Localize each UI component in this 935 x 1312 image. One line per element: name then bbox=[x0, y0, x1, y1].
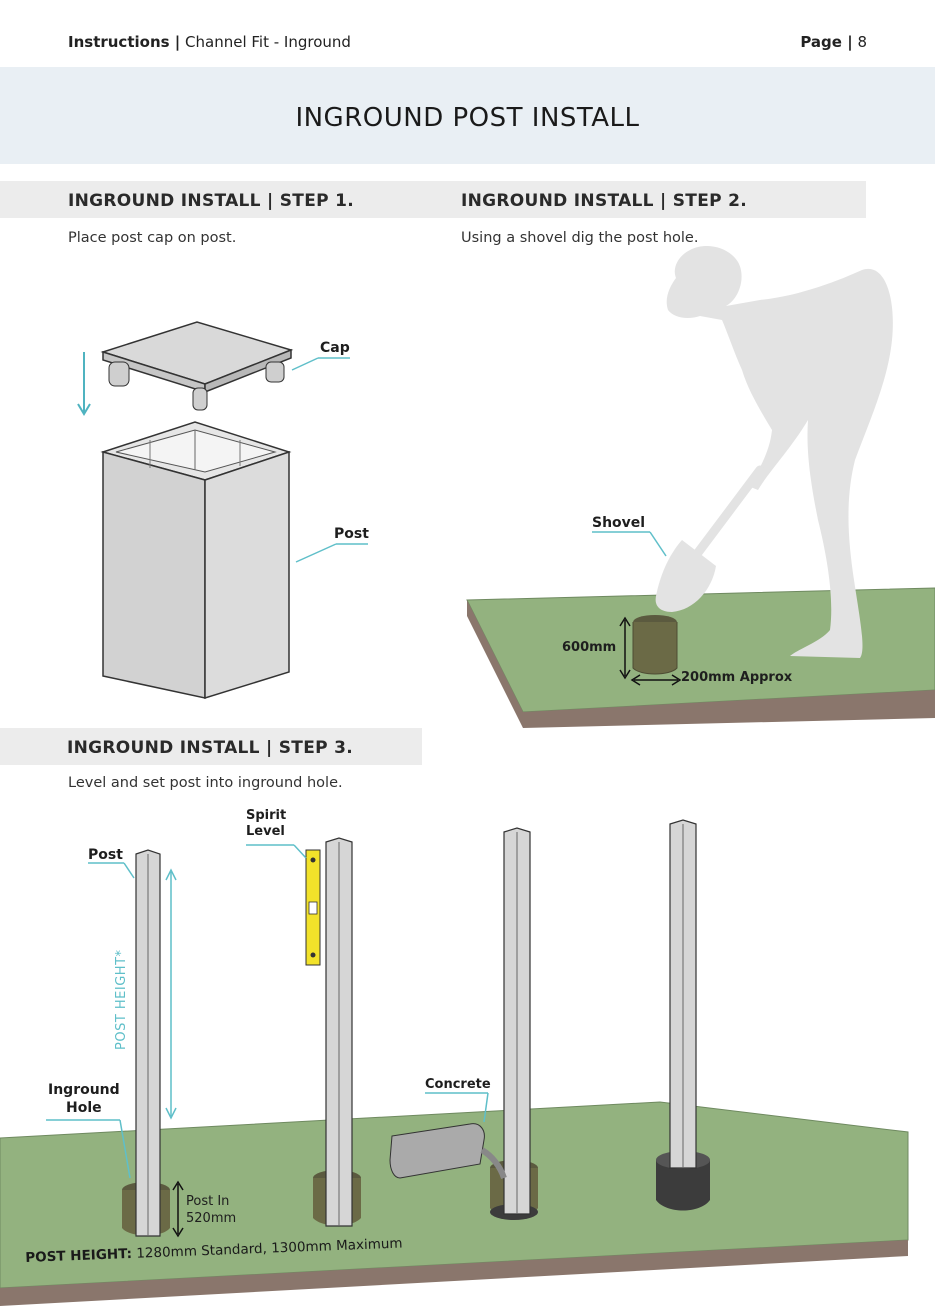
concrete-label: Concrete bbox=[425, 1077, 491, 1092]
step1-2-band bbox=[0, 181, 866, 218]
inground-hole-line2: Hole bbox=[66, 1100, 102, 1116]
worker-silhouette-icon bbox=[666, 246, 893, 658]
step2-title: INGROUND INSTALL | STEP 2. bbox=[461, 191, 747, 211]
inground-hole-label: Inground Hole bbox=[48, 1081, 120, 1117]
page-number-value: 8 bbox=[857, 33, 867, 51]
header-label: Instructions | bbox=[68, 33, 181, 51]
post-in-line2: 520mm bbox=[186, 1211, 237, 1226]
spirit-level-line2: Level bbox=[246, 824, 285, 839]
step2-illustration bbox=[466, 246, 935, 728]
step2-description: Using a shovel dig the post hole. bbox=[461, 230, 699, 246]
step3-title: INGROUND INSTALL | STEP 3. bbox=[67, 738, 353, 758]
width-label: 200mm Approx bbox=[681, 670, 793, 685]
header-subtitle: Channel Fit - Inground bbox=[185, 33, 351, 51]
shovel-label: Shovel bbox=[592, 515, 646, 531]
step3-post-label: Post bbox=[88, 847, 123, 863]
depth-label: 600mm bbox=[562, 640, 617, 655]
page-number: Page | 8 bbox=[800, 33, 867, 51]
step1-illustration bbox=[77, 321, 368, 700]
step1-description: Place post cap on post. bbox=[68, 230, 237, 246]
page-label: Page | bbox=[800, 33, 853, 51]
post-in-line1: Post In bbox=[186, 1194, 230, 1209]
shovel-icon bbox=[655, 540, 716, 612]
step3-illustration bbox=[0, 819, 909, 1306]
page-title: INGROUND POST INSTALL bbox=[295, 103, 640, 133]
spirit-level-label: Spirit Level bbox=[246, 808, 286, 840]
step3-band bbox=[0, 728, 422, 765]
post-label: Post bbox=[334, 526, 369, 542]
cap-label: Cap bbox=[320, 340, 350, 356]
title-band bbox=[0, 67, 935, 164]
post-height-label: POST HEIGHT* bbox=[114, 949, 129, 1050]
concrete-bag-icon bbox=[389, 1123, 485, 1179]
document-header-left: Instructions | Channel Fit - Inground bbox=[68, 33, 351, 51]
step3-description: Level and set post into inground hole. bbox=[68, 775, 343, 791]
inground-hole-line1: Inground bbox=[48, 1082, 120, 1098]
post-cap-icon bbox=[100, 321, 294, 411]
post-in-label: Post In 520mm bbox=[186, 1193, 236, 1227]
post-icon bbox=[100, 421, 292, 700]
step1-title: INGROUND INSTALL | STEP 1. bbox=[68, 191, 354, 211]
spirit-level-line1: Spirit bbox=[246, 808, 287, 823]
